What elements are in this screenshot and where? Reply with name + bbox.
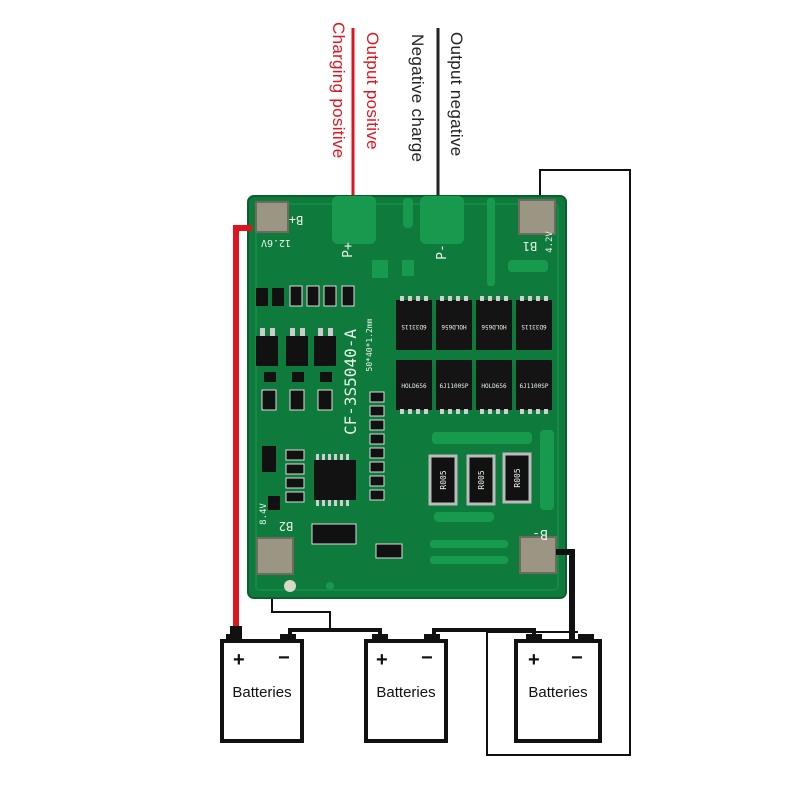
mosfet-marking-1: 6D3311S: [401, 323, 427, 330]
mosfet-marking-7: HOLD656: [481, 383, 507, 390]
mosfet-marking-8: 6J1100SP: [520, 383, 549, 390]
battery-2-plus: +: [376, 649, 388, 671]
battery-2-label: Batteries: [376, 684, 436, 701]
mosfet-grid: 6D3311S HOLD656 HOLD656 6D3311S HOLD656 …: [396, 296, 552, 414]
mosfet-marking-3: HOLD656: [481, 323, 507, 330]
pad-p-minus: [420, 196, 464, 244]
label-b-plus: B+: [289, 213, 303, 227]
negative-charge-label: Negative charge: [408, 34, 427, 163]
battery-3-plus: +: [528, 649, 540, 671]
battery-1-plus: +: [233, 649, 245, 671]
battery-1: [220, 639, 304, 743]
pad-p-plus: [332, 196, 376, 244]
charging-positive-label: Charging positive: [329, 22, 348, 159]
label-b1: B1: [523, 239, 537, 253]
battery-3-label: Batteries: [528, 684, 588, 701]
pad-b1: [518, 199, 556, 235]
board-model-label: CF-3S5040-A: [341, 329, 360, 435]
mosfet-marking-5: HOLD656: [401, 383, 427, 390]
controller-ic: [314, 454, 356, 506]
label-8v4: 8.4V: [259, 503, 269, 525]
smd-column: [369, 391, 385, 501]
battery-3: [514, 639, 602, 743]
battery-1-label: Batteries: [232, 684, 292, 701]
b2-balance-wire: [271, 590, 331, 630]
red-positive-wire: [233, 225, 252, 636]
smd-resistor-row: [256, 285, 355, 307]
shunt-resistors: R005 R005 R005: [428, 452, 532, 506]
label-b-minus: B-: [532, 526, 548, 541]
series-link-2: [432, 628, 536, 636]
board-size-label: 50*40*1.2mm: [365, 318, 374, 371]
battery-1-minus: −: [278, 647, 290, 669]
smd-left-column: [285, 449, 305, 503]
pad-b2: [256, 537, 294, 575]
battery-2-minus: −: [421, 647, 433, 669]
transistor-groups: [256, 328, 336, 411]
label-b2: B2: [279, 519, 293, 533]
mosfet-marking-2: HOLD656: [441, 323, 467, 330]
output-negative-label: Output negative: [447, 32, 466, 157]
label-12v6: 12.6V: [261, 237, 291, 248]
battery-2: [364, 639, 448, 743]
output-positive-label: Output positive: [363, 32, 382, 150]
pad-b-minus: [519, 536, 557, 574]
mosfet-marking-6: 6J1100SP: [440, 383, 469, 390]
series-link-1: [288, 628, 382, 636]
label-4v2: 4.2V: [545, 231, 555, 253]
label-p-plus: P+: [341, 242, 356, 258]
resistor-label-3: R005: [513, 468, 522, 487]
black-negative-wire: [556, 549, 575, 640]
resistor-label-2: R005: [477, 470, 486, 489]
pad-b-plus: [255, 201, 289, 233]
resistor-label-1: R005: [439, 470, 448, 489]
mosfet-marking-4: 6D3311S: [521, 323, 547, 330]
label-p-minus: P-: [435, 244, 450, 260]
pcb-board: 6D3311S HOLD656 HOLD656 6D3311S HOLD656 …: [247, 195, 567, 599]
battery-3-minus: −: [571, 647, 583, 669]
